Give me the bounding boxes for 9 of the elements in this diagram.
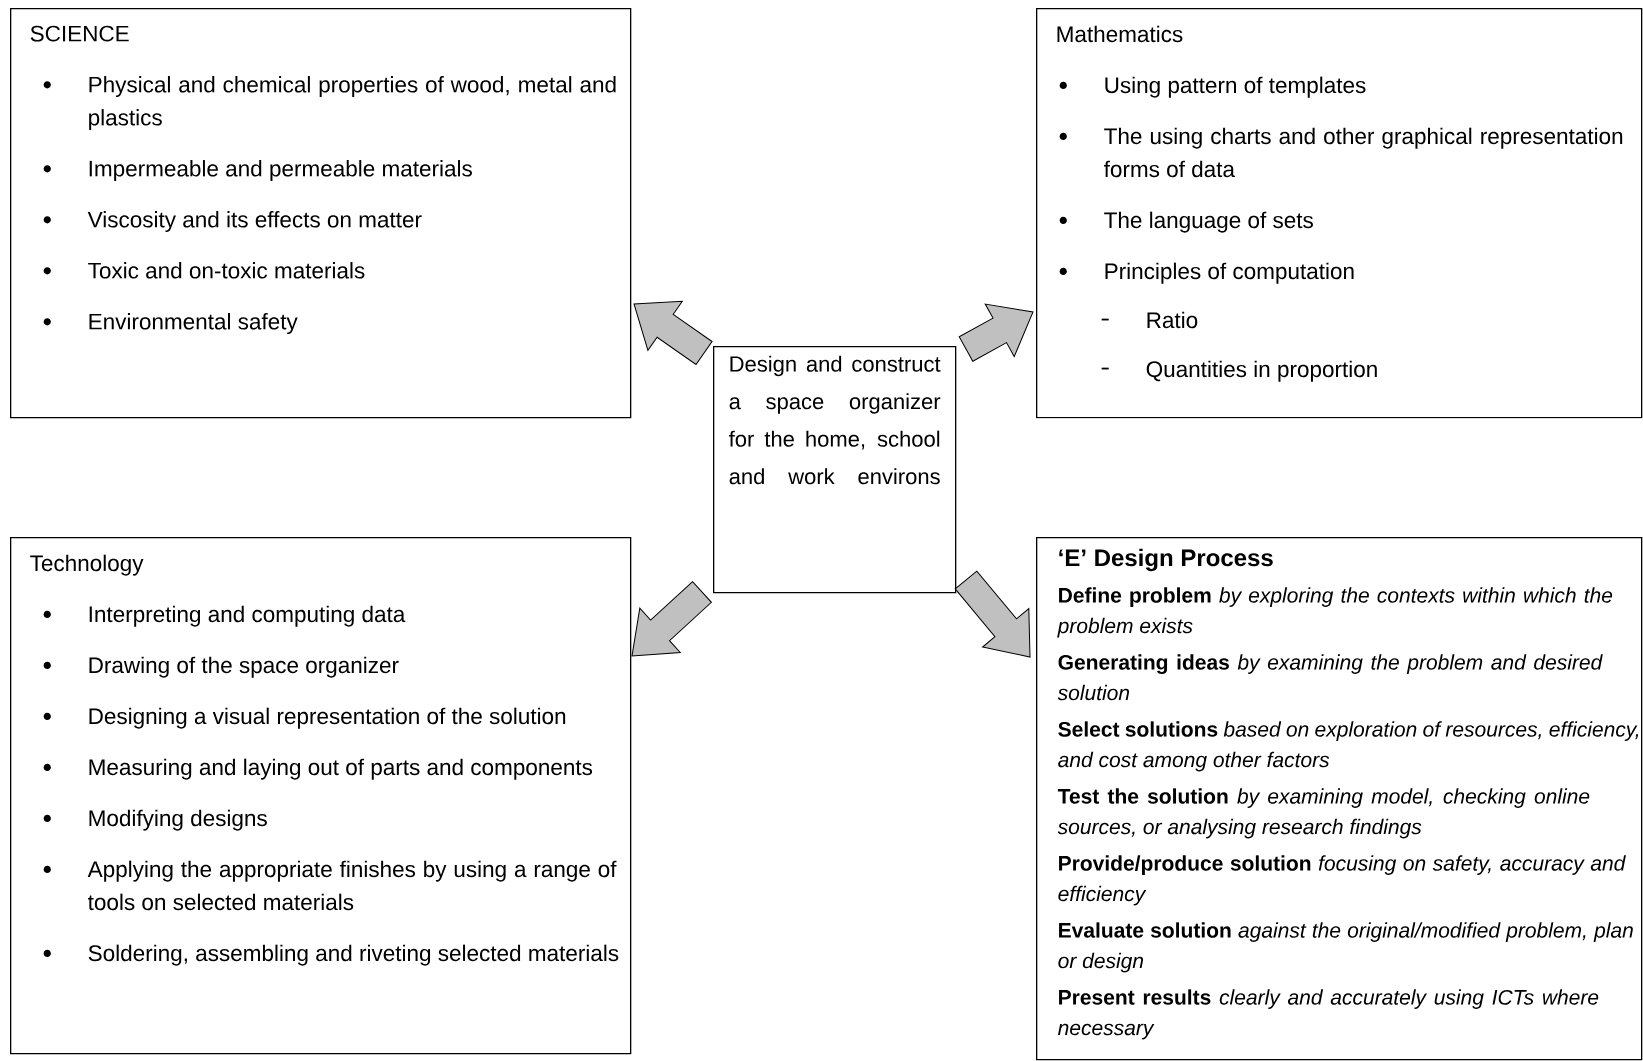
block-arrow [954,570,1031,658]
text-box: Mathematics Using pattern of templates The using charts and other graphical representation forms of data The language of sets Principles of computation Ratio Quantities in proportion [1036,8,1643,419]
text-box: SCIENCE Physical and chemical properties of wood, metal and plastics Impermeable and permeable materials Viscosity and its effects on matter Toxic and on-toxic materials Environmental safety [10,8,632,419]
text-box: ‘E’ Design Process Define problem by exploring the contexts within which the problem exists Generating ideas by examining the problem and desired solution Select solutions based on exploration of resources, efficiency, and cost among other factors Test the solution by examining model, checking online sources, or analysing research findings Provide/produce solution focusing on safety, accuracy and efficiency Evaluate solution against the original/modified problem, plan or design Present results clearly and accurately using ICTs where necessary [1036,537,1643,1061]
text-box: Design and construct a space organizer for the home, school and work environs [713,346,957,594]
block-arrow [633,300,713,365]
block-arrow [958,303,1034,362]
text-box: Technology Interpreting and computing data Drawing of the space organizer Designing a visual representation of the solution Measuring and laying out of parts and components Modifying designs Applying the appropriate finishes by using a range of tools on selected materials Soldering, assembling and riveting selected materials [10,537,632,1055]
block-arrow [631,581,712,657]
